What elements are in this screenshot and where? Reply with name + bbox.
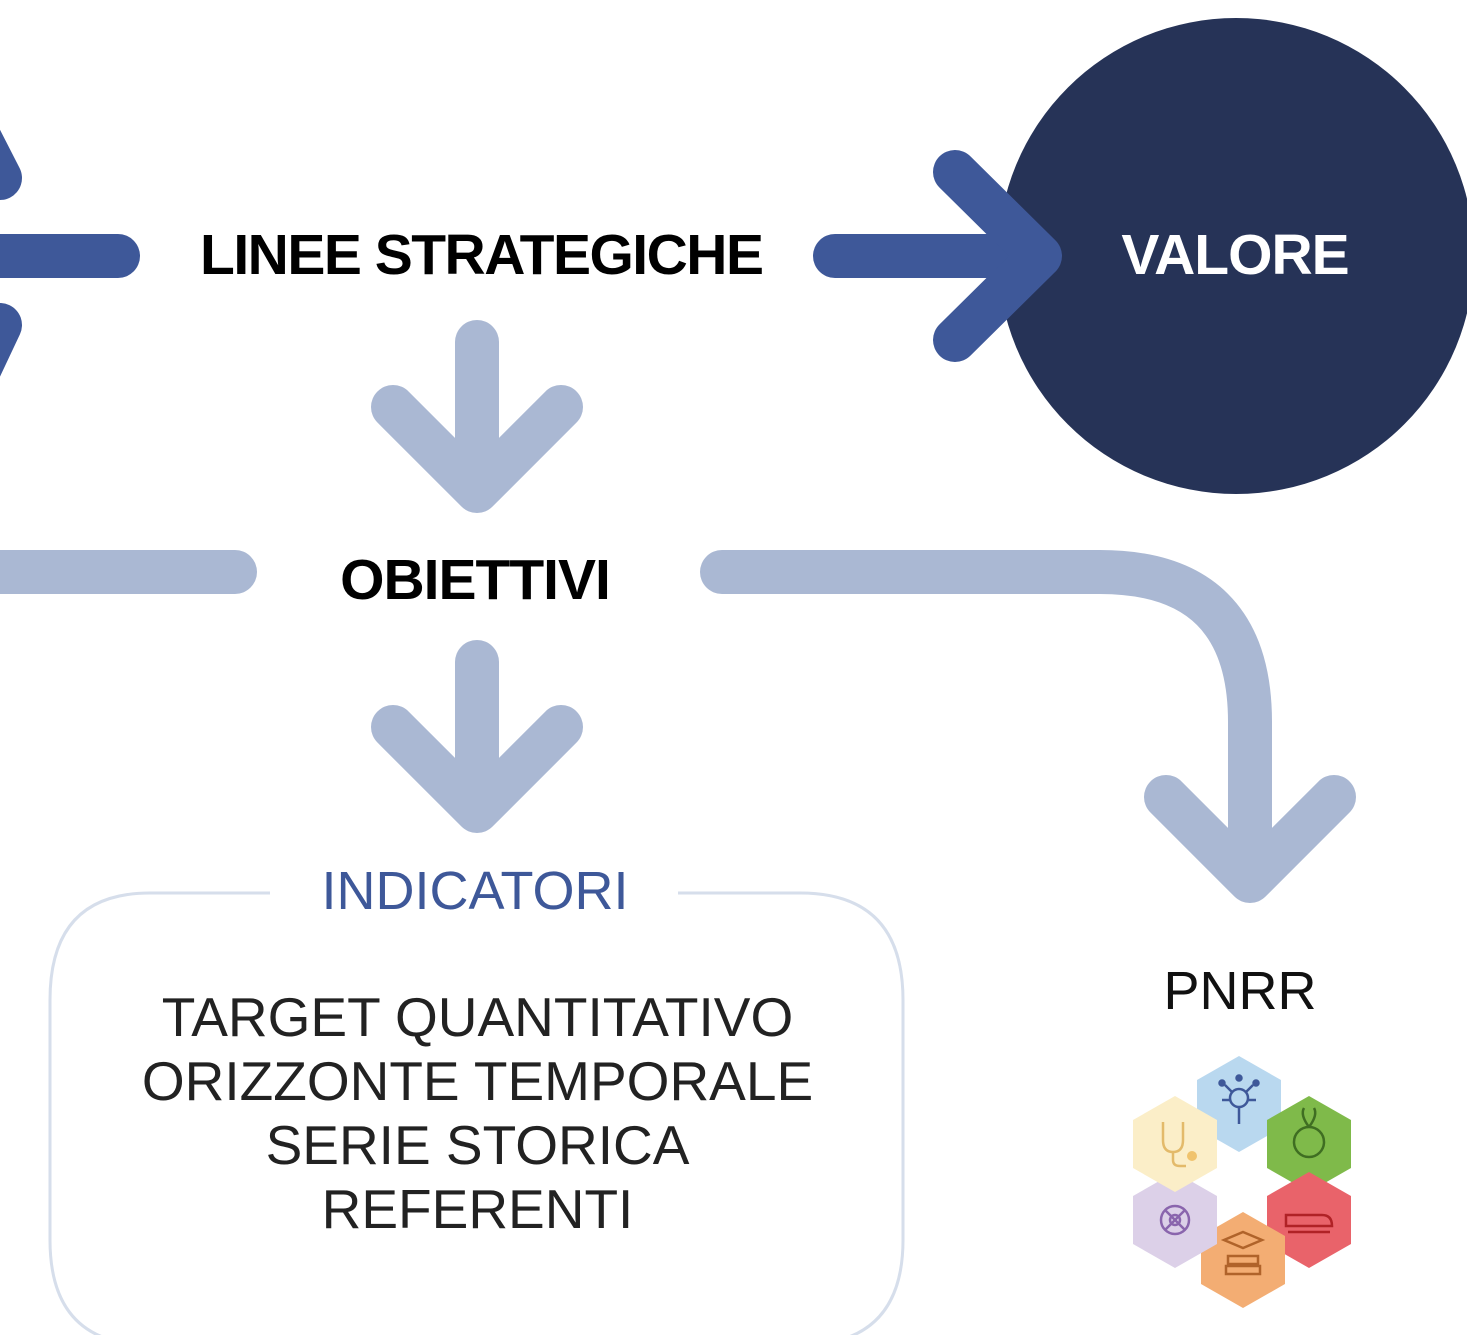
valore-circle	[998, 18, 1467, 494]
health-stethoscope-icon	[1161, 1122, 1197, 1168]
digital-network-icon	[1218, 1074, 1260, 1124]
left-dark-arrow	[0, 129, 140, 377]
hex-green	[1267, 1096, 1351, 1192]
indicatori-item: REFERENTI	[321, 1178, 634, 1240]
inclusion-icon	[1159, 1204, 1191, 1236]
arrow-to-pnrr	[700, 550, 1356, 903]
arrow-down-to-obiettivi	[371, 320, 583, 513]
education-icon	[1220, 1230, 1266, 1276]
indicatori-box	[48, 891, 905, 1335]
node-pnrr: PNRR	[1163, 961, 1317, 1021]
indicatori-list: TARGET QUANTITATIVO ORIZZONTE TEMPORALE …	[60, 985, 895, 1241]
indicatori-item: SERIE STORICA	[265, 1114, 690, 1176]
train-icon	[1284, 1213, 1334, 1234]
hex-digital	[1197, 1056, 1281, 1152]
node-indicatori: INDICATORI	[321, 861, 629, 921]
node-linee-strategiche: LINEE STRATEGICHE	[200, 223, 764, 287]
arrow-to-valore	[813, 150, 1062, 362]
hex-inclusion	[1133, 1172, 1217, 1268]
arrow-down-to-indicatori	[371, 640, 583, 833]
pnrr-hexagon-cluster	[1133, 1056, 1351, 1308]
green-globe-icon	[1292, 1107, 1326, 1159]
hex-health	[1133, 1096, 1217, 1192]
node-obiettivi: OBIETTIVI	[340, 548, 611, 612]
indicatori-item: TARGET QUANTITATIVO	[161, 986, 794, 1048]
hex-mobility	[1267, 1172, 1351, 1268]
hex-education	[1201, 1212, 1285, 1308]
indicatori-item: ORIZZONTE TEMPORALE	[141, 1050, 814, 1112]
node-valore: VALORE	[1121, 223, 1349, 287]
